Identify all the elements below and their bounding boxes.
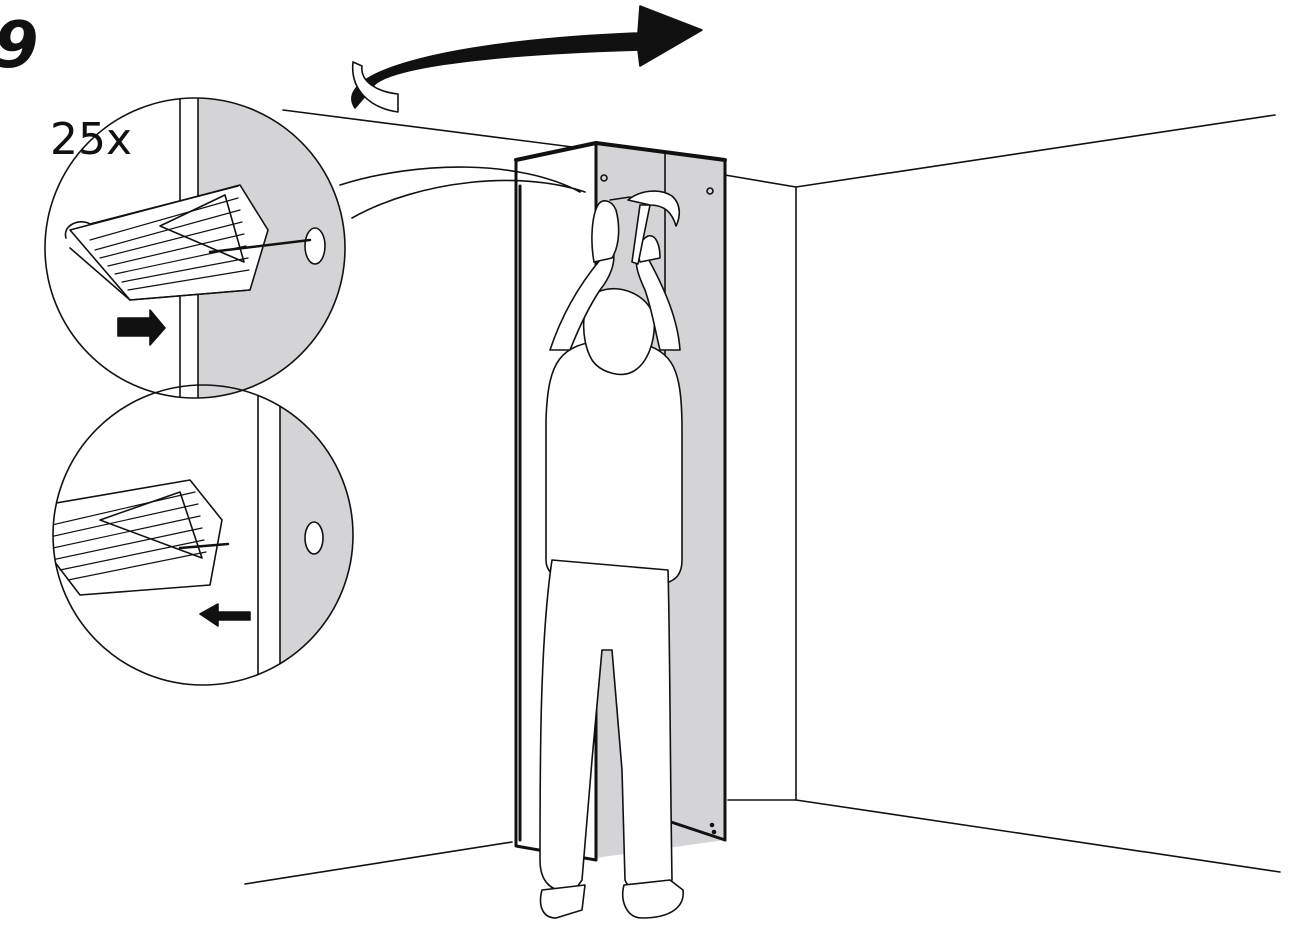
room-corner bbox=[245, 110, 1280, 884]
quantity-label: 25x bbox=[50, 118, 132, 162]
arrow-right-icon bbox=[118, 310, 165, 345]
step-number: 9 bbox=[0, 14, 39, 78]
arrow-left-icon bbox=[200, 604, 250, 626]
rotate-arrow-icon bbox=[352, 6, 702, 112]
detail-circle-pull bbox=[15, 385, 430, 700]
